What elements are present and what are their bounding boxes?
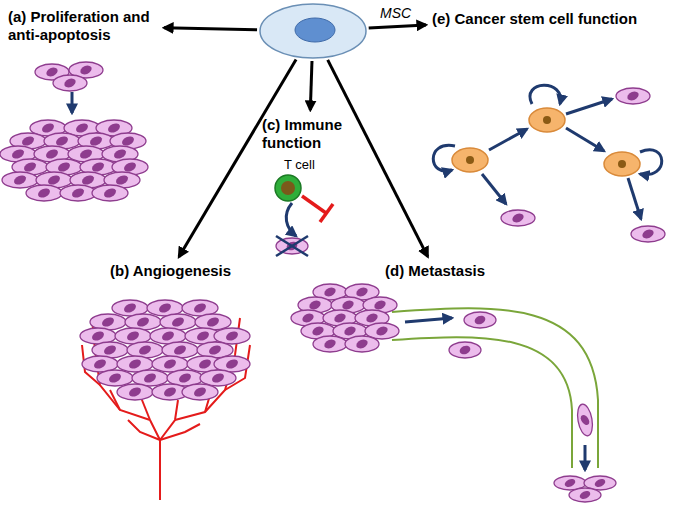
tumour-cell	[182, 384, 218, 400]
tumour-cell	[2, 172, 38, 188]
panel-title: (d) Metastasis	[385, 262, 485, 280]
tumour-cell	[97, 370, 133, 386]
panel-heading: (e) Cancer stem cell function	[432, 10, 637, 28]
tumour-cell	[449, 342, 481, 358]
tumour-cell	[60, 185, 96, 201]
blood-vessels	[82, 318, 250, 500]
tumour-cell	[631, 226, 665, 242]
cross-mark	[276, 236, 308, 256]
effect-arrow	[369, 25, 426, 28]
effect-arrow	[310, 61, 312, 110]
tumour-cell	[569, 488, 601, 502]
tumour-cell	[464, 312, 496, 328]
stem-cell	[452, 148, 488, 172]
panel-title: (a) Proliferation and anti-apoptosis	[8, 8, 158, 44]
inhibition-symbol	[302, 196, 333, 222]
cell-name: MSC	[380, 5, 411, 21]
tumour-cell	[313, 336, 347, 352]
cell-outline	[258, 2, 368, 60]
effect-arrow	[328, 60, 428, 257]
tumour-cell	[26, 185, 62, 201]
stem-cell	[604, 152, 640, 176]
tumour-cell	[53, 75, 87, 91]
effect-arrow	[179, 60, 296, 257]
panel-heading: (b) Angiogenesis	[110, 262, 231, 280]
msc-cell: MSC	[258, 2, 368, 60]
tumour-cell	[92, 185, 128, 201]
tumour-cell	[501, 210, 535, 226]
tumour-cell	[616, 88, 650, 104]
panel-title: (e) Cancer stem cell function	[432, 10, 637, 28]
tumour-cell	[345, 336, 379, 352]
panel-title: (c) Immune function	[262, 116, 357, 152]
effect-arrow	[164, 28, 257, 30]
tumour-cell	[200, 370, 236, 386]
panel-title: (b) Angiogenesis	[110, 262, 231, 280]
panel-heading: (c) Immune function	[262, 116, 357, 152]
t-cell	[275, 175, 301, 201]
cell-label: T cell	[284, 157, 315, 172]
panel-heading: (d) Metastasis	[385, 262, 485, 280]
t-cell-nucleus	[281, 181, 295, 195]
stem-cell	[529, 108, 565, 132]
cell-group	[0, 62, 665, 502]
tumour-cell	[117, 384, 153, 400]
vessel-wall	[392, 308, 598, 468]
panel-heading: (a) Proliferation and anti-apoptosis	[8, 8, 158, 44]
process-arrows	[72, 85, 662, 470]
tumour-cell	[575, 403, 594, 437]
